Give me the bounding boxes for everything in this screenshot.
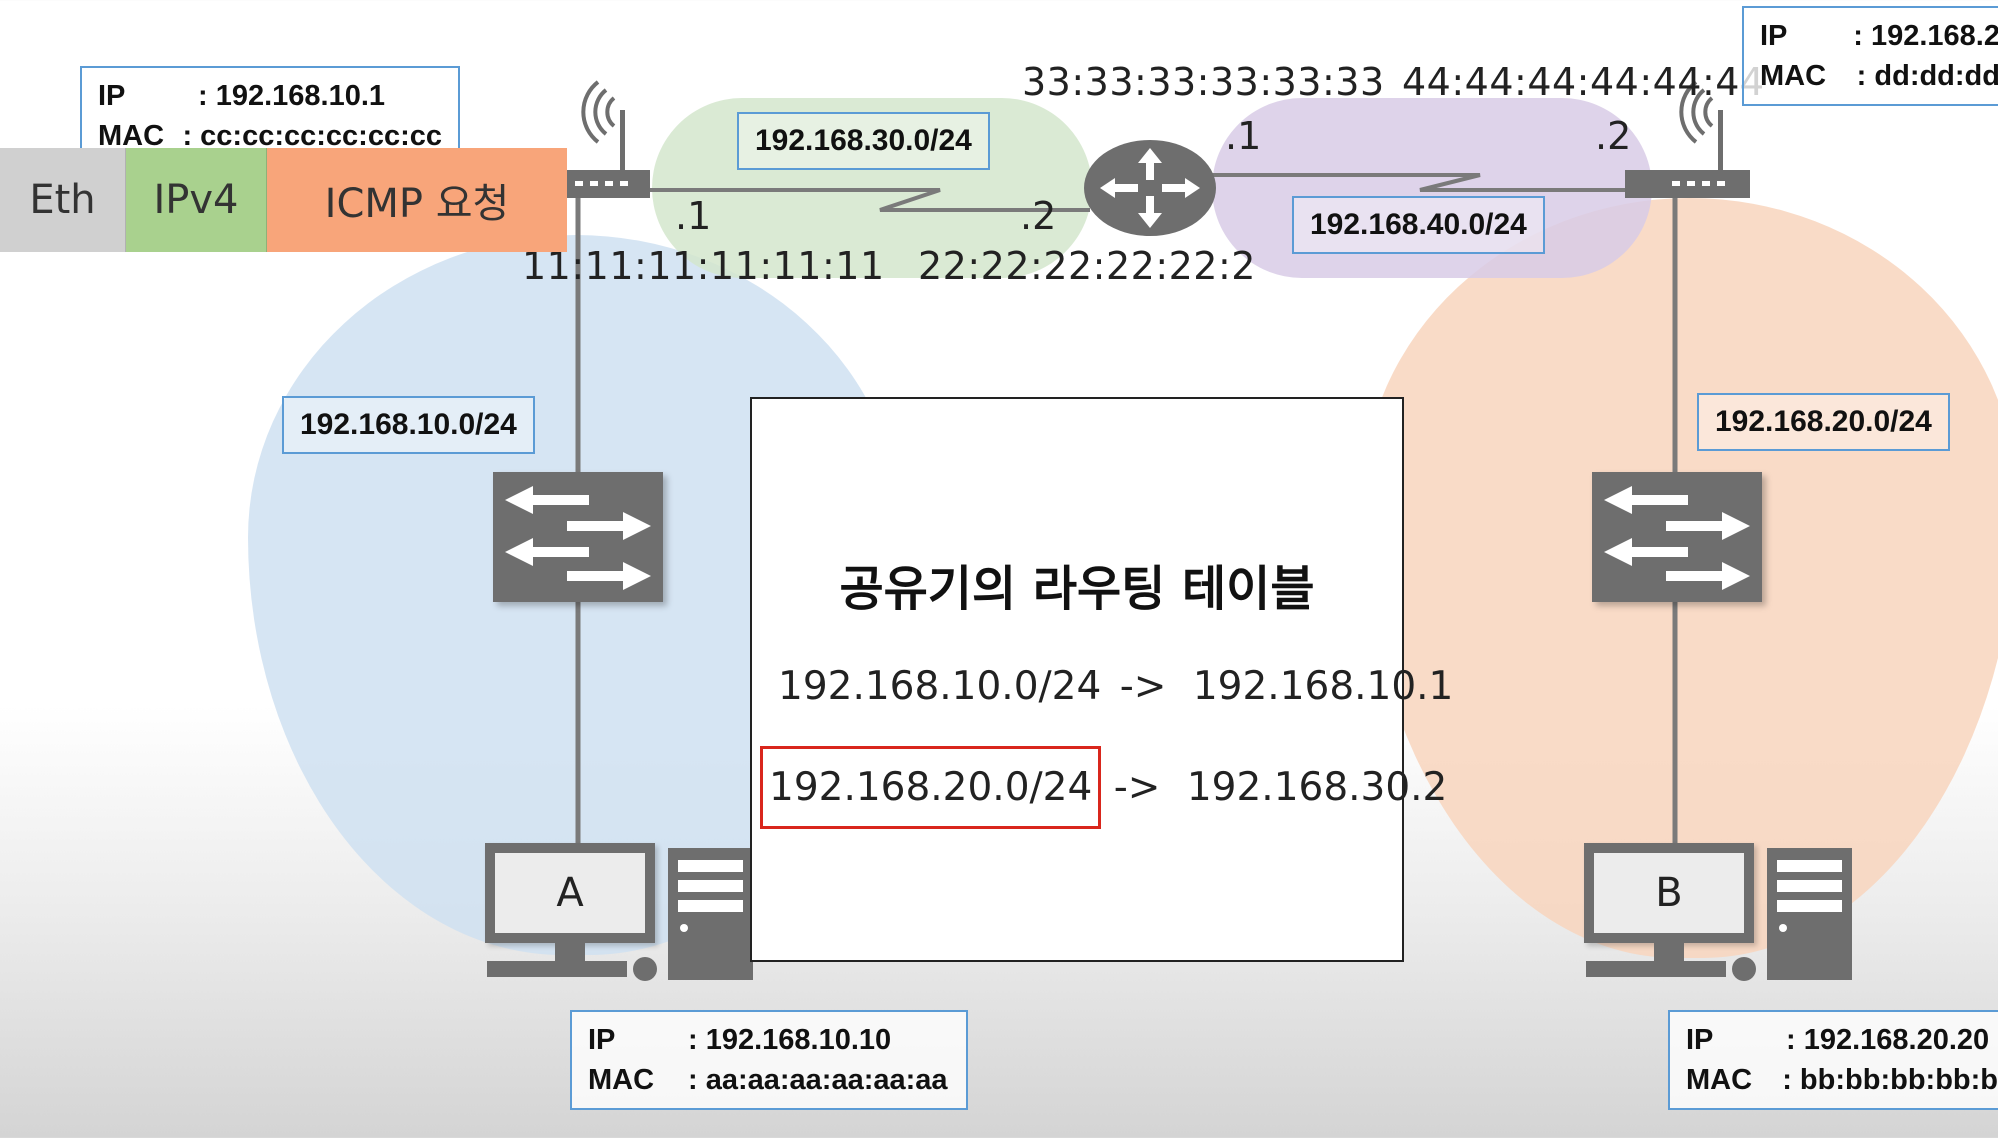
host-b-label: B	[1594, 853, 1744, 933]
right-lan-network-label: 192.168.20.0/24	[1697, 393, 1950, 451]
mac-value: : aa:aa:aa:aa:aa:aa	[688, 1064, 948, 1096]
monitor-stand	[1654, 943, 1684, 963]
route-destination-highlighted: 192.168.20.0/24	[760, 746, 1102, 829]
host-a-label: A	[495, 853, 645, 933]
mouse-icon	[1732, 957, 1756, 981]
keyboard	[487, 961, 627, 977]
ip-key: IP	[1686, 1024, 1714, 1056]
link-a-right-mac: 22:22:22:22:22:2	[918, 244, 1256, 288]
link-a-network-label: 192.168.30.0/24	[737, 112, 990, 170]
tower-case	[668, 848, 753, 980]
mouse-icon	[633, 957, 657, 981]
link-a-left-octet: .1	[675, 194, 712, 238]
route-arrow: ->	[1119, 664, 1167, 709]
link-b-left-octet: .1	[1225, 114, 1262, 158]
ip-key: IP	[588, 1024, 616, 1056]
link-a-cable	[650, 188, 1090, 212]
route-next-hop: 192.168.10.1	[1192, 664, 1454, 709]
route-arrow: ->	[1113, 765, 1161, 810]
route-destination: 192.168.10.0/24	[778, 664, 1102, 709]
host-a-monitor: A	[485, 843, 655, 943]
link-b-left-mac: 33:33:33:33:33:33	[1022, 60, 1385, 104]
mac-value: : bb:bb:bb:bb:b	[1782, 1064, 1998, 1096]
left-lan-network-label: 192.168.10.0/24	[282, 396, 535, 454]
ip-value: : 192.168.20.20	[1786, 1024, 1990, 1056]
ip-value: : 192.168.10.10	[688, 1024, 892, 1056]
route-next-hop: 192.168.30.2	[1186, 765, 1448, 810]
mac-key: MAC	[1760, 60, 1827, 92]
monitor-stand	[555, 943, 585, 963]
frame-ipv4-segment: IPv4	[126, 148, 267, 252]
link-b-cable	[1212, 173, 1630, 192]
left-wireless-router-icon	[565, 80, 650, 198]
frame-icmp-segment: ICMP 요청	[267, 148, 567, 252]
link-a-left-mac: 11:11:11:11:11:11	[522, 244, 885, 288]
mac-key: MAC	[1686, 1064, 1753, 1096]
packet-frame: Eth IPv4 ICMP 요청	[0, 148, 567, 252]
host-b-info-box: IP : 192.168.20.20 MAC : bb:bb:bb:bb:b	[1668, 1010, 1998, 1110]
host-a-info-box: IP : 192.168.10.10 MAC : aa:aa:aa:aa:aa:aa	[570, 1010, 968, 1110]
host-b-monitor: B	[1584, 843, 1754, 943]
right-router-info-box: IP : 192.168.2 MAC : dd:dd:dd	[1742, 6, 1998, 106]
left-switch	[493, 472, 663, 602]
switch-arrows-icon	[505, 486, 651, 590]
mac-value: : dd:dd:dd	[1856, 60, 1998, 92]
right-wireless-router-icon	[1625, 80, 1750, 198]
keyboard	[1586, 961, 1726, 977]
ip-value: : 192.168.10.1	[198, 80, 386, 112]
right-switch	[1592, 472, 1762, 602]
host-a-computer: A	[485, 843, 755, 983]
mac-key: MAC	[98, 120, 165, 152]
routing-table-title: 공유기의 라우팅 테이블	[839, 561, 1315, 617]
route-row-highlighted: 192.168.20.0/24 -> 192.168.30.2	[760, 746, 1447, 829]
link-a-right-octet: .2	[1020, 194, 1057, 238]
routing-table-panel: 공유기의 라우팅 테이블 192.168.10.0/24 -> 192.168.…	[750, 397, 1453, 962]
ip-key: IP	[98, 80, 126, 112]
tower-case	[1767, 848, 1852, 980]
route-row: 192.168.10.0/24 -> 192.168.10.1	[772, 662, 1453, 711]
mac-key: MAC	[588, 1064, 655, 1096]
ip-key: IP	[1760, 20, 1788, 52]
link-b-network-label: 192.168.40.0/24	[1292, 196, 1545, 254]
link-b-right-mac: 44:44:44:44:44:44	[1402, 60, 1765, 104]
left-router-info-box: IP : 192.168.10.1 MAC : cc:cc:cc:cc:cc:cc	[80, 66, 460, 160]
link-b-right-octet: .2	[1595, 114, 1632, 158]
frame-eth-segment: Eth	[0, 148, 126, 252]
host-b-computer: B	[1584, 843, 1854, 983]
ip-value: : 192.168.2	[1853, 20, 1998, 52]
core-router-icon	[1084, 140, 1216, 236]
switch-arrows-icon	[1604, 486, 1750, 590]
mac-value: : cc:cc:cc:cc:cc:cc	[182, 120, 442, 152]
